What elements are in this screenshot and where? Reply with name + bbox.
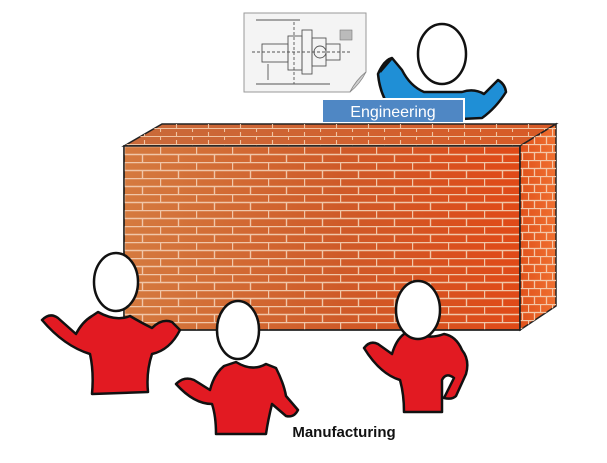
person-head-icon (215, 299, 261, 361)
manufacturing-person-right (362, 279, 469, 414)
engineering-label: Engineering (321, 98, 465, 124)
person-head-icon (92, 251, 140, 313)
manufacturing-person-left (40, 251, 182, 396)
manufacturing-label-text: Manufacturing (292, 424, 395, 441)
engineering-label-text: Engineering (350, 104, 435, 121)
brick-wall (121, 122, 559, 332)
person-head-icon (394, 279, 442, 341)
manufacturing-person-center (174, 299, 300, 436)
person-head-icon (416, 22, 468, 86)
technical-drawing-icon (243, 12, 367, 93)
